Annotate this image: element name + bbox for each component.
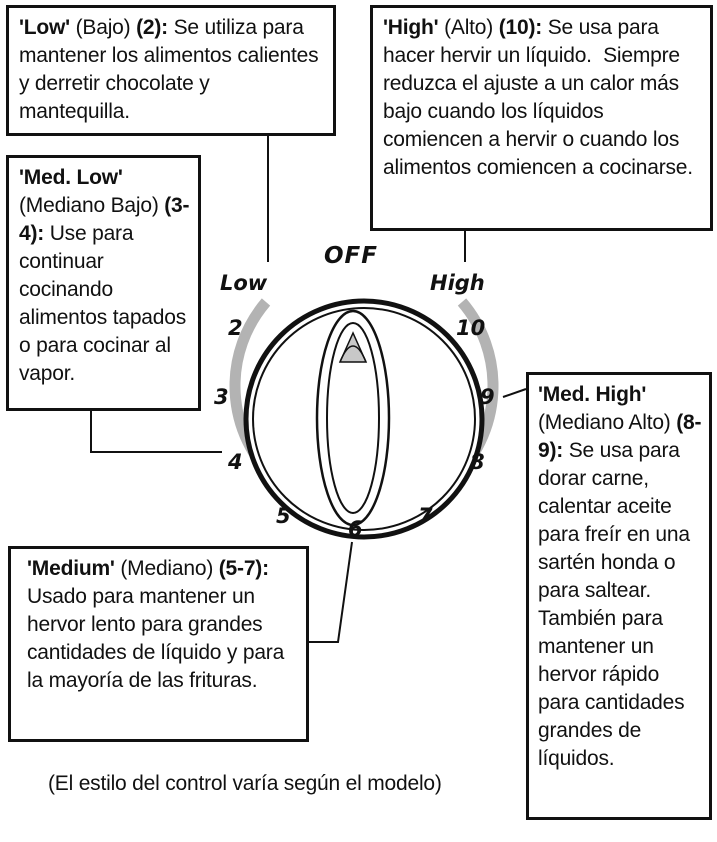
callout-high-text: Se usa para hacer hervir un líquido. Sie… — [383, 16, 693, 179]
callout-low-range: (2): — [136, 16, 168, 39]
callout-med-high: 'Med. High' (Mediano Alto) (8-9): Se usa… — [526, 372, 712, 820]
footnote: (El estilo del control varía según el mo… — [48, 772, 442, 795]
callout-high: 'High' (Alto) (10): Se usa para hacer he… — [370, 5, 713, 231]
callout-med-low-range: (3-4): — [19, 194, 190, 245]
knob-grip-inner — [326, 322, 380, 514]
dial-label-off: OFF — [324, 243, 378, 269]
leader-line-med-low — [90, 411, 222, 453]
callout-med-low-name: 'Med. Low' — [19, 166, 123, 189]
callout-med-high-range: (8-9): — [538, 411, 702, 462]
dial-number-10: 10 — [456, 316, 486, 340]
dial-number-7: 7 — [418, 504, 433, 528]
callout-low-name: 'Low' — [19, 16, 70, 39]
dial-number-5: 5 — [276, 504, 291, 528]
leader-line-med-high — [502, 388, 527, 398]
callout-medium-alias: (Mediano) — [120, 557, 214, 580]
callout-med-high-name: 'Med. High' — [538, 383, 647, 406]
callout-med-low: 'Med. Low' (Mediano Bajo) (3-4): Use par… — [6, 155, 201, 411]
knob-grip — [315, 309, 391, 527]
dial-label-low: Low — [220, 271, 268, 295]
callout-medium-range: (5-7): — [218, 557, 269, 580]
dial-number-6: 6 — [348, 517, 363, 541]
callout-medium-name: 'Medium' — [27, 557, 115, 580]
knob-pointer — [338, 331, 368, 363]
dial-number-8: 8 — [470, 450, 485, 474]
knob-inner-ring — [252, 307, 476, 531]
callout-med-high-text: Se usa para dorar carne, calentar aceite… — [538, 439, 690, 770]
dial-number-2: 2 — [228, 316, 243, 340]
callout-med-low-alias: (Mediano Bajo) — [19, 194, 159, 217]
knob-pointer-base — [339, 345, 367, 363]
dial-number-4: 4 — [228, 450, 243, 474]
callout-medium: 'Medium' (Mediano) (5-7): Usado para man… — [8, 546, 309, 742]
callout-high-name: 'High' — [383, 16, 439, 39]
dial-number-9: 9 — [480, 385, 495, 409]
callout-med-high-alias: (Mediano Alto) — [538, 411, 671, 434]
callout-high-alias: (Alto) — [444, 16, 494, 39]
callout-low: 'Low' (Bajo) (2): Se utiliza para manten… — [6, 5, 336, 136]
callout-high-range: (10): — [498, 16, 543, 39]
knob-outer-ring — [243, 298, 485, 540]
callout-medium-text: Usado para mantener un hervor lento para… — [27, 585, 285, 692]
dial-label-high: High — [430, 271, 485, 295]
callout-med-low-text: Use para continuar cocinando alimentos t… — [19, 222, 187, 385]
heat-range-arc — [229, 298, 499, 521]
leader-line-medium — [309, 541, 353, 643]
callout-low-text: Se utiliza para mantener los alimentos c… — [19, 16, 319, 123]
dial-number-3: 3 — [214, 385, 229, 409]
callout-low-alias: (Bajo) — [75, 16, 131, 39]
